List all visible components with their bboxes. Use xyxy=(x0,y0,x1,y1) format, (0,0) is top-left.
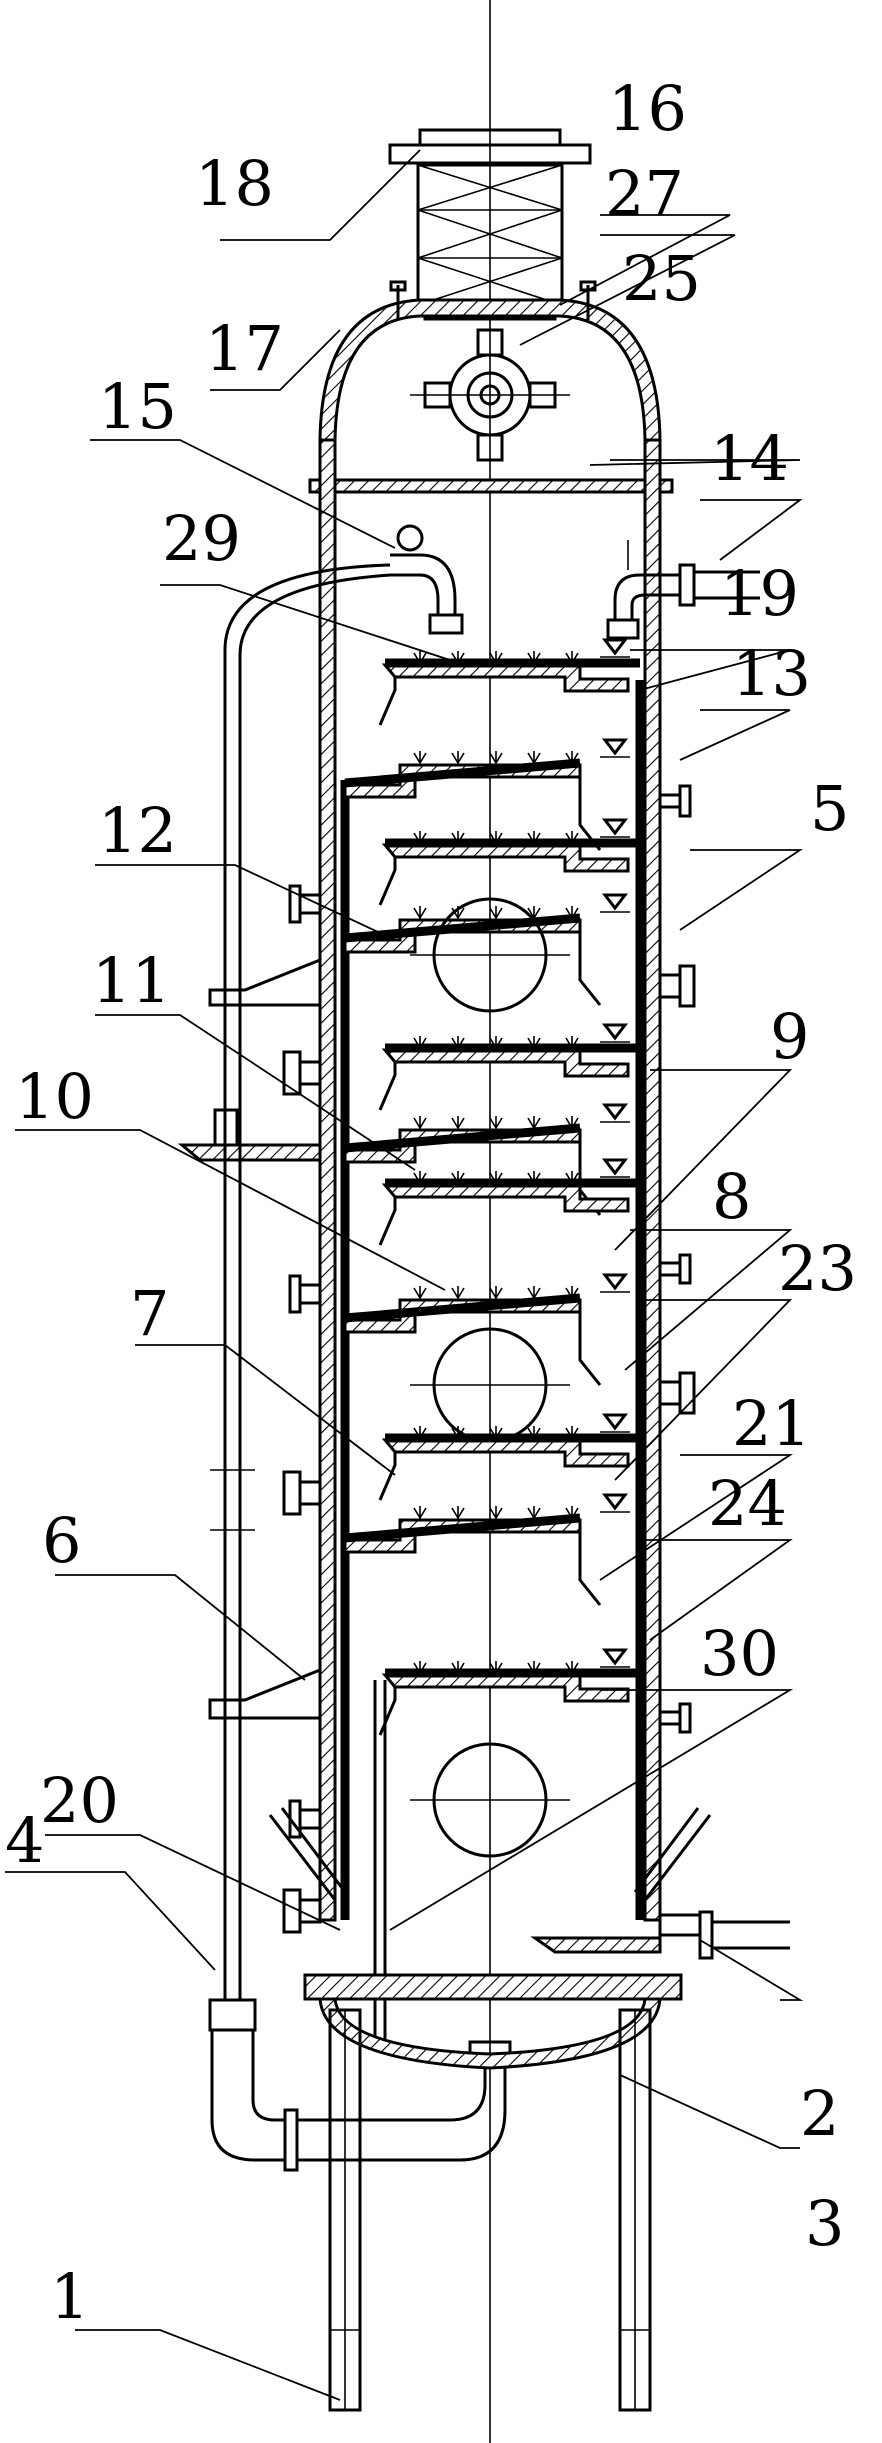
leader-line xyxy=(624,1229,793,1371)
leader-line xyxy=(699,1939,804,2001)
reference-numeral-2: 2 xyxy=(800,2077,839,2150)
leader-line xyxy=(90,439,396,549)
reference-numeral-19: 19 xyxy=(720,557,799,630)
leader-line xyxy=(210,329,341,391)
trays xyxy=(343,638,640,1736)
reference-numeral-1: 1 xyxy=(50,2260,89,2333)
tray-9 xyxy=(378,1413,640,1501)
leader-line xyxy=(599,1454,794,1581)
leader-line xyxy=(95,864,396,941)
leader-line xyxy=(55,1574,306,1681)
reference-numeral-5: 5 xyxy=(810,772,849,845)
leader-line xyxy=(589,459,801,466)
reference-numeral-17: 17 xyxy=(205,312,284,385)
top-head xyxy=(308,280,674,494)
tray-1 xyxy=(378,638,640,726)
reference-numeral-8: 8 xyxy=(712,1160,751,1233)
leader-line xyxy=(220,149,421,241)
shell-left-wall xyxy=(318,438,337,1922)
support-legs xyxy=(328,2008,652,2412)
tray-7 xyxy=(378,1158,640,1246)
leader-line xyxy=(389,1689,794,1931)
spray-nozzle xyxy=(410,328,570,462)
leader-line xyxy=(559,214,731,306)
outlet-nozzle xyxy=(530,1910,790,1960)
reference-numeral-12: 12 xyxy=(98,794,177,867)
reference-numeral-20: 20 xyxy=(40,1764,119,1837)
inclined-nozzle-left xyxy=(268,1807,347,1901)
reference-numeral-15: 15 xyxy=(98,370,177,443)
leader-line xyxy=(15,1129,446,1291)
leader-line xyxy=(95,1014,416,1171)
leader-line xyxy=(700,499,803,561)
tray-4 xyxy=(343,893,630,1006)
reference-numeral-9: 9 xyxy=(770,1000,809,1073)
reference-numeral-13: 13 xyxy=(732,637,811,710)
support-bracket-lower xyxy=(208,1668,321,1720)
reference-numeral-30: 30 xyxy=(700,1617,779,1690)
reference-numeral-21: 21 xyxy=(732,1387,811,1460)
reference-numerals: 1816271725151429191351211910823721246302… xyxy=(5,72,857,2333)
reference-numeral-24: 24 xyxy=(708,1467,787,1540)
leader-lines xyxy=(5,149,804,2401)
head-flange-plate xyxy=(308,478,674,494)
reference-numeral-6: 6 xyxy=(42,1504,81,1577)
reference-numeral-11: 11 xyxy=(92,944,171,1017)
support-bracket-upper xyxy=(208,958,321,1007)
reference-numeral-14: 14 xyxy=(710,422,789,495)
leader-line xyxy=(679,709,791,761)
reference-numeral-10: 10 xyxy=(15,1060,94,1133)
bottom-head xyxy=(318,1997,662,2070)
leader-line xyxy=(160,584,451,661)
bottom-flange xyxy=(303,1973,683,2001)
leader-line xyxy=(135,1344,396,1476)
leader-line xyxy=(45,1834,341,1931)
reference-numeral-4: 4 xyxy=(5,1804,44,1877)
leader-line xyxy=(640,1539,793,1641)
tray-10 xyxy=(343,1493,630,1606)
tray-11 xyxy=(378,1648,640,1736)
leader-line xyxy=(519,234,736,346)
leader-line xyxy=(75,2329,341,2401)
leader-line xyxy=(5,1871,216,1971)
reference-numeral-29: 29 xyxy=(162,502,241,575)
leader-line xyxy=(630,649,791,691)
leader-line xyxy=(614,1069,793,1251)
reference-numeral-7: 7 xyxy=(130,1277,169,1350)
tray-5 xyxy=(378,1023,640,1111)
tray-3 xyxy=(378,818,640,906)
inlet-elbows xyxy=(390,524,760,640)
feed-distributor-left xyxy=(177,1143,322,1162)
reference-numeral-23: 23 xyxy=(778,1232,857,1305)
leader-line xyxy=(679,849,803,931)
shell-right-wall xyxy=(643,438,662,1922)
right-nozzles xyxy=(658,784,696,1734)
reference-numeral-18: 18 xyxy=(195,147,274,220)
reference-numeral-25: 25 xyxy=(622,242,701,315)
reference-numeral-16: 16 xyxy=(608,72,687,145)
tray-2 xyxy=(343,738,630,851)
reference-numeral-3: 3 xyxy=(805,2187,844,2260)
tray-6 xyxy=(343,1103,630,1216)
inclined-nozzle-right xyxy=(633,1807,712,1901)
leader-line xyxy=(614,1299,793,1481)
leader-line xyxy=(619,2074,800,2149)
reference-numeral-27: 27 xyxy=(605,157,684,230)
left-nozzles xyxy=(282,884,322,1934)
tray-8 xyxy=(343,1273,630,1386)
